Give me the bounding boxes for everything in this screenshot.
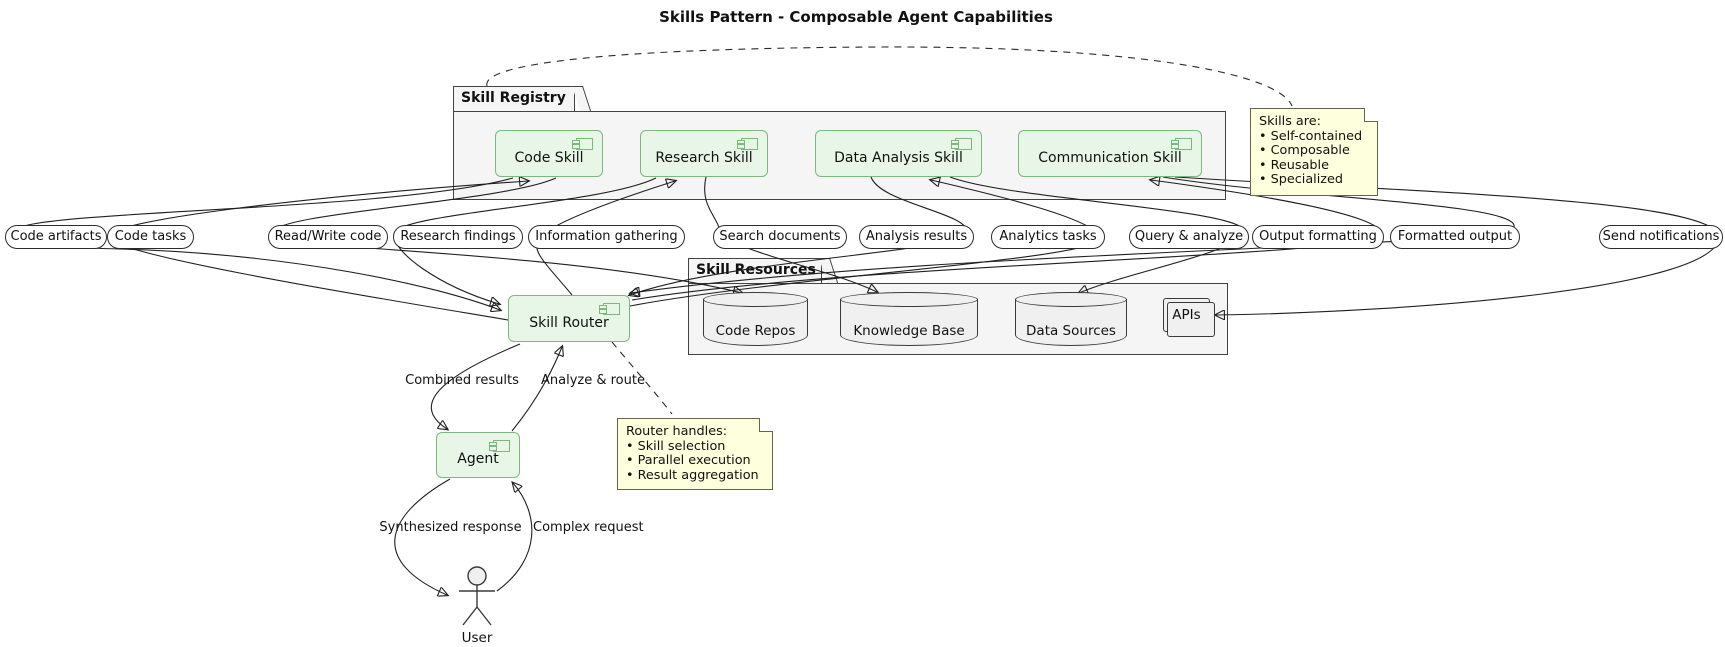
edge-complex-request	[496, 483, 533, 592]
note-line: • Self-contained	[1259, 128, 1363, 144]
edge-label-synthesized-response: Synthesized response	[379, 520, 522, 535]
note-line: • Result aggregation	[626, 467, 759, 483]
edge-label-read-write-code: Read/Write code	[268, 225, 388, 249]
skill-router-label: Skill Router	[529, 314, 609, 331]
note-line: • Reusable	[1259, 157, 1329, 173]
note-line: • Skill selection	[626, 438, 726, 454]
diagram-title: Skills Pattern - Composable Agent Capabi…	[659, 8, 1053, 26]
edge-label-combined-results: Combined results	[405, 373, 519, 388]
code-skill-label: Code Skill	[514, 149, 584, 166]
edge-label-send-notifications: Send notifications	[1599, 225, 1723, 249]
skill-resources-label: Skill Resources	[696, 262, 816, 278]
component-communication-skill: Communication Skill	[1018, 130, 1202, 177]
database-knowledge-base: Knowledge Base	[840, 292, 978, 346]
note-line: Router handles:	[626, 424, 728, 439]
component-data-analysis-skill: Data Analysis Skill	[815, 130, 982, 177]
edge-label-query-analyze: Query & analyze	[1129, 225, 1249, 249]
edge-label-analytics-tasks: Analytics tasks	[991, 225, 1105, 249]
edge-label-complex-request: Complex request	[533, 520, 644, 535]
note-router-handles: Router handles: • Skill selection • Para…	[617, 418, 773, 490]
edge-router-note-link	[611, 341, 673, 415]
apis-label: APIs	[1172, 307, 1201, 323]
component-icon	[489, 440, 510, 452]
note-line: • Parallel execution	[626, 453, 751, 469]
research-skill-label: Research Skill	[655, 149, 753, 166]
note-line: • Specialized	[1259, 172, 1343, 188]
node-apis: APIs	[1163, 298, 1215, 337]
edge-label-analysis-results: Analysis results	[859, 225, 974, 249]
edge-label-output-formatting: Output formatting	[1252, 225, 1384, 249]
knowledge-base-label: Knowledge Base	[853, 323, 965, 339]
component-icon	[599, 303, 620, 315]
component-agent: Agent	[436, 432, 520, 478]
data-analysis-skill-label: Data Analysis Skill	[834, 149, 963, 166]
edge-label-code-artifacts: Code artifacts	[5, 225, 107, 249]
skill-registry-label: Skill Registry	[461, 90, 566, 106]
edge-label-analyze-route: Analyze & route	[541, 373, 645, 388]
edge-label-search-documents: Search documents	[713, 225, 847, 249]
component-research-skill: Research Skill	[640, 130, 768, 177]
user-actor	[459, 566, 495, 626]
component-icon	[1171, 138, 1192, 150]
cylinder-top	[1015, 292, 1127, 307]
user-label: User	[461, 630, 493, 646]
edge-label-code-tasks: Code tasks	[107, 225, 194, 249]
edge-registry-note-link	[486, 46, 1293, 107]
note-skills-are: Skills are: • Self-contained • Composabl…	[1250, 108, 1378, 196]
note-line: • Composable	[1259, 143, 1350, 159]
component-skill-router: Skill Router	[508, 295, 630, 342]
edge-code-tasks	[107, 181, 528, 321]
edge-label-formatted-output: Formatted output	[1390, 225, 1520, 249]
code-repos-label: Code Repos	[715, 323, 796, 339]
edge-synthesized-response	[394, 478, 451, 595]
edge-label-research-findings: Research findings	[393, 225, 523, 249]
cylinder-top	[840, 292, 978, 307]
communication-skill-label: Communication Skill	[1038, 149, 1182, 166]
component-icon	[737, 138, 758, 150]
cylinder-top	[703, 292, 808, 307]
note-line: Skills are:	[1259, 114, 1321, 129]
edge-combined-results	[430, 343, 521, 429]
database-code-repos: Code Repos	[703, 292, 808, 346]
agent-label: Agent	[457, 451, 499, 467]
skill-registry-tab: Skill Registry	[453, 86, 575, 111]
component-code-skill: Code Skill	[495, 130, 603, 177]
component-icon	[572, 138, 593, 150]
database-data-sources: Data Sources	[1015, 292, 1127, 346]
edge-analyze-route	[511, 347, 562, 432]
data-sources-label: Data Sources	[1026, 323, 1116, 339]
component-icon	[951, 138, 972, 150]
edge-label-information-gathering: Information gathering	[528, 225, 685, 249]
